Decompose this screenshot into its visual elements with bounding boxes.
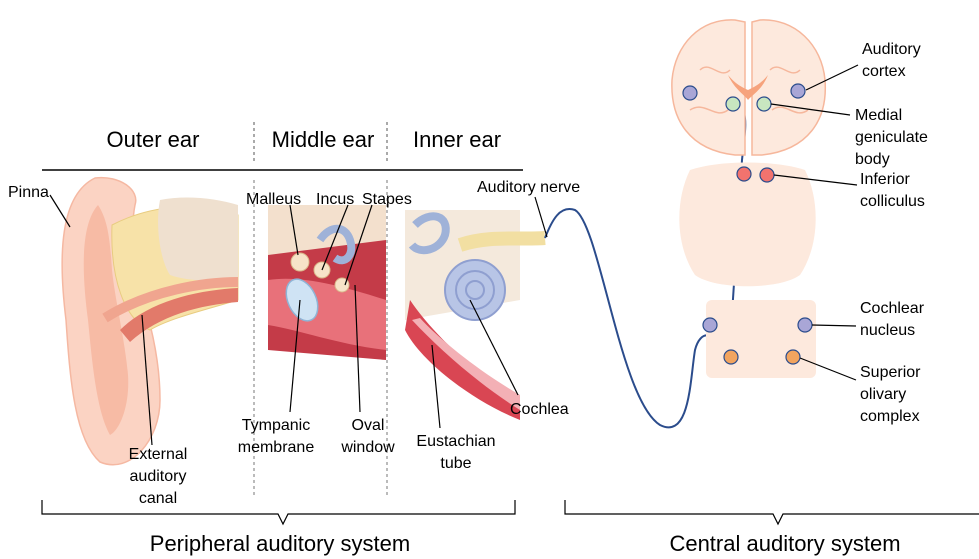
- label-stapes: Stapes: [362, 191, 412, 208]
- label-inferior-line1: Inferior: [860, 171, 910, 188]
- label-tympanic-line1: Tympanic: [242, 417, 310, 434]
- cochlear-nucleus-right-node: [798, 318, 812, 332]
- label-malleus: Malleus: [246, 191, 301, 208]
- label-eustachian-line1: Eustachian: [416, 433, 495, 450]
- central-brace: [565, 500, 979, 524]
- outer-ear-header: Outer ear: [107, 127, 200, 152]
- inner-ear-illustration: [405, 210, 545, 420]
- label-auditory-cortex-line1: Auditory: [862, 41, 921, 58]
- middle-ear-illustration: [268, 205, 386, 360]
- inferior-colliculus-left-node: [737, 167, 751, 181]
- medial-geniculate-right-node: [757, 97, 771, 111]
- label-tympanic-line2: membrane: [238, 439, 315, 456]
- cochlear-nucleus-left-node: [703, 318, 717, 332]
- label-superior-line1: Superior: [860, 364, 921, 381]
- inferior-colliculus-right-node: [760, 168, 774, 182]
- label-superior-line3: complex: [860, 408, 920, 425]
- central-system-label: Central auditory system: [669, 531, 900, 556]
- label-external-line3: canal: [139, 490, 177, 507]
- label-auditory-nerve: Auditory nerve: [477, 179, 580, 196]
- superior-olivary-right-node: [786, 350, 800, 364]
- label-cochlear-line2: nucleus: [860, 322, 915, 339]
- label-medial-line1: Medial: [855, 107, 902, 124]
- label-cochlea: Cochlea: [510, 401, 569, 418]
- auditory-cortex-left-node: [683, 86, 697, 100]
- label-oval-line2: window: [340, 439, 395, 456]
- peripheral-system-label: Peripheral auditory system: [150, 531, 410, 556]
- label-eustachian-line2: tube: [440, 455, 471, 472]
- label-pinna: Pinna: [8, 184, 49, 201]
- label-external-line2: auditory: [130, 468, 187, 485]
- auditory-cortex-right-node: [791, 84, 805, 98]
- label-auditory-cortex-line2: cortex: [862, 63, 906, 80]
- label-medial-line2: geniculate: [855, 129, 928, 146]
- inner-ear-header: Inner ear: [413, 127, 501, 152]
- label-oval-line1: Oval: [352, 417, 385, 434]
- label-inferior-line2: colliculus: [860, 193, 925, 210]
- peripheral-brace: [42, 500, 515, 524]
- label-incus: Incus: [316, 191, 354, 208]
- label-medial-line3: body: [855, 151, 890, 168]
- medial-geniculate-left-node: [726, 97, 740, 111]
- label-superior-line2: olivary: [860, 386, 906, 403]
- label-external-line1: External: [129, 446, 188, 463]
- middle-ear-header: Middle ear: [272, 127, 375, 152]
- superior-olivary-left-node: [724, 350, 738, 364]
- label-cochlear-line1: Cochlear: [860, 300, 925, 317]
